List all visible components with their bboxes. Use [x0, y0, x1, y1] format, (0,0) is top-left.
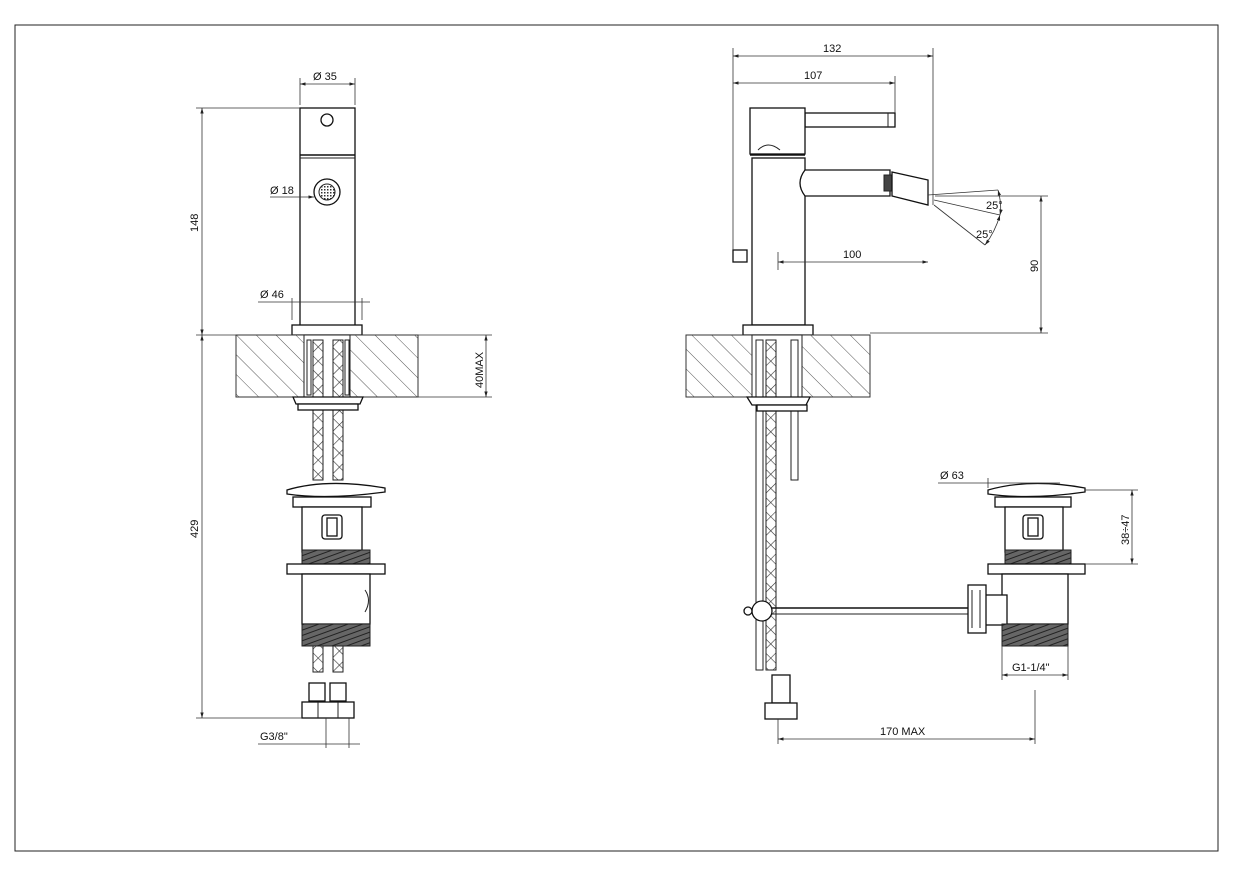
- front-connector-nut: [301, 701, 355, 719]
- front-faucet-body: [299, 107, 356, 329]
- angle-label-bottom: 25°: [976, 229, 993, 241]
- dim-g114: G1-1/4": [1012, 662, 1050, 674]
- side-rod-knob: [751, 600, 773, 622]
- front-mounting-nut: [292, 396, 364, 405]
- side-view: 25° 25° 132 107 100 90 Ø 63 38÷47 G1-1/4…: [685, 43, 1138, 744]
- angle-label-top: 25°: [986, 200, 1003, 212]
- front-waste-cap: [286, 482, 386, 498]
- dim-range-38-47: 38÷47: [1120, 514, 1132, 545]
- side-spout: [799, 169, 891, 197]
- dim-diameter-35: Ø 35: [313, 71, 337, 83]
- side-faucet-body: [751, 157, 806, 326]
- dim-diameter-63: Ø 63: [940, 470, 964, 482]
- side-rod-coupling: [967, 584, 987, 634]
- dim-reach-100: 100: [843, 249, 861, 261]
- dim-height-429: 429: [189, 520, 201, 538]
- dim-max-170: 170 MAX: [880, 726, 926, 738]
- front-base-flange: [291, 324, 363, 336]
- drawing-frame: [14, 24, 1219, 852]
- dim-diameter-18: Ø 18: [270, 185, 294, 197]
- front-waste-thread: [301, 549, 371, 565]
- dim-width-107: 107: [804, 70, 822, 82]
- side-connector-nut: [764, 702, 798, 720]
- side-waste-cap: [987, 482, 1086, 498]
- dim-height-90: 90: [1029, 260, 1041, 272]
- lever-pin-icon: [320, 113, 334, 127]
- side-lever-handle: [804, 112, 896, 128]
- dim-height-148: 148: [189, 214, 201, 232]
- dim-g38: G3/8": [260, 731, 288, 743]
- dim-diameter-46: Ø 46: [260, 289, 284, 301]
- side-lever-head: [749, 107, 806, 155]
- dim-max-40: 40MAX: [474, 351, 486, 388]
- front-view: Ø 35 Ø 18 Ø 46 148 429 40MAX G3/8": [189, 71, 492, 748]
- side-base-flange: [742, 324, 814, 336]
- dim-width-132: 132: [823, 43, 841, 55]
